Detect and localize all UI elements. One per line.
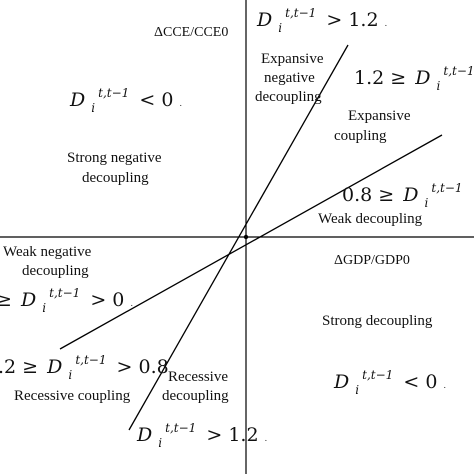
y-axis-label: ΔCCE/CCE0	[154, 25, 228, 40]
zone-strong-decoupling: Strong decoupling	[322, 313, 433, 329]
condition-recessive-decoupling: D i t,t−1 > 1.2 .	[136, 415, 267, 452]
zone-strong-negative-decoupling-line1: Strong negative	[67, 150, 162, 166]
origin-point	[243, 234, 249, 240]
zone-expansive-negative-decoupling-line2: negative	[264, 70, 315, 86]
zone-weak-decoupling: Weak decoupling	[318, 211, 423, 227]
zone-expansive-coupling-line2: coupling	[334, 128, 387, 144]
condition-recessive-coupling: .2 ≥ D i t,t−1 > 0.8	[0, 347, 169, 384]
zone-recessive-coupling: Recessive coupling	[14, 388, 131, 404]
condition-expansive-coupling: 1.2 ≥ D i t,t−1 >	[354, 58, 474, 95]
zone-weak-negative-decoupling-line2: decoupling	[22, 263, 89, 279]
zone-weak-negative-decoupling-line1: Weak negative	[3, 244, 92, 260]
condition-strong-decoupling: D i t,t−1 < 0 .	[333, 362, 446, 399]
condition-weak-negative-decoupling: ≥ D i t,t−1 > 0 .	[0, 280, 133, 317]
expansive-coupling-boundary-line	[59, 134, 443, 350]
zone-expansive-negative-decoupling-line3: decoupling	[255, 89, 322, 105]
condition-strong-negative-decoupling: D i t,t−1 < 0 .	[69, 80, 182, 117]
zone-recessive-decoupling-line2: decoupling	[162, 388, 229, 404]
expansive-negative-boundary-line	[128, 44, 349, 431]
condition-weak-decoupling: 0.8 ≥ D i t,t−1 >	[342, 175, 474, 212]
zone-expansive-negative-decoupling-line1: Expansive	[261, 51, 324, 67]
condition-expansive-negative-decoupling: D i t,t−1 > 1.2 .	[256, 0, 387, 37]
x-axis-label: ΔGDP/GDP0	[334, 253, 410, 268]
zone-recessive-decoupling-line1: Recessive	[168, 369, 228, 385]
zone-strong-negative-decoupling-line2: decoupling	[82, 170, 149, 186]
zone-expansive-coupling-line1: Expansive	[348, 108, 411, 124]
